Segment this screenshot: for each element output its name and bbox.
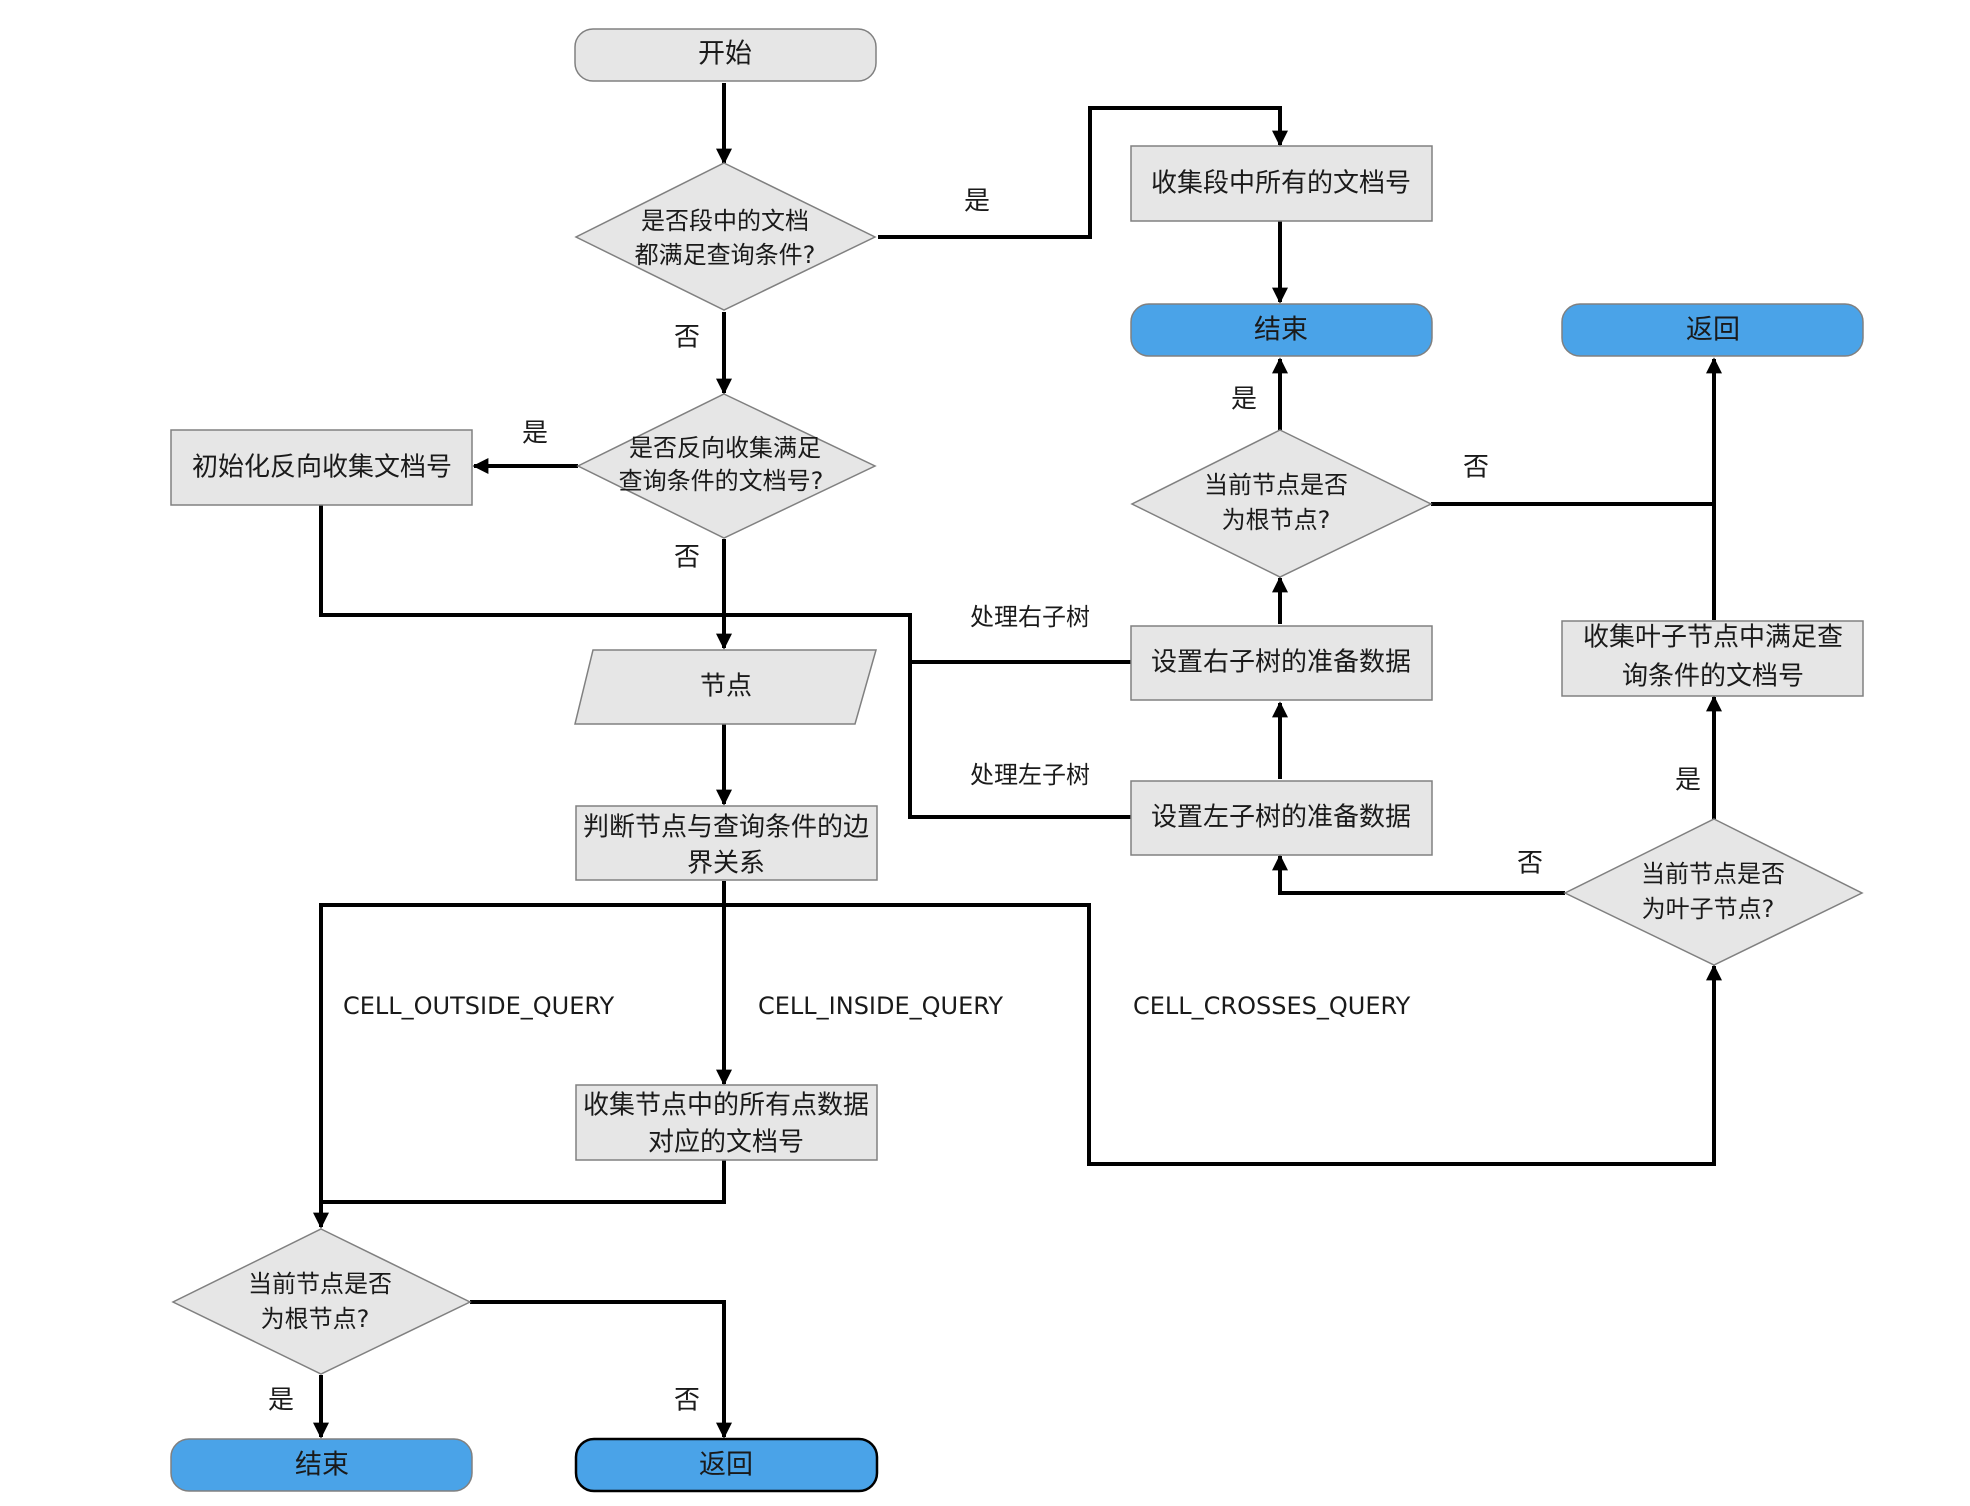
decision-leaf-line2: 为叶子节点? <box>1642 895 1775 923</box>
edges <box>313 83 1722 1439</box>
label-crosses: CELL_CROSSES_QUERY <box>1133 992 1411 1020</box>
set-left-label: 设置左子树的准备数据 <box>1151 803 1411 833</box>
decision-reverse-line1: 是否反向收集满足 <box>629 434 821 462</box>
node-input-label: 节点 <box>700 672 752 702</box>
label-no-root-top: 否 <box>1463 453 1489 483</box>
judge-line1: 判断节点与查询条件的边 <box>583 813 869 843</box>
end-top-node: 结束 <box>1130 303 1433 357</box>
end-top-label: 结束 <box>1254 315 1308 346</box>
decision-reverse: 是否反向收集满足 查询条件的文档号? <box>576 393 877 539</box>
decision-leaf-line1: 当前节点是否 <box>1641 860 1785 888</box>
label-no-leaf: 否 <box>1517 849 1543 879</box>
edge-set-right-process <box>724 613 1131 664</box>
edge-d-all-docs-yes <box>878 106 1288 239</box>
start-node: 开始 <box>574 28 877 82</box>
edge-collect-points-to-d-root <box>321 1160 726 1204</box>
label-inside: CELL_INSIDE_QUERY <box>758 992 1003 1020</box>
label-yes-leaf: 是 <box>1675 766 1701 796</box>
edge-set-left-process <box>908 662 1131 819</box>
edge-judge-crosses <box>724 903 1722 1166</box>
decision-leaf: 当前节点是否 为叶子节点? <box>1563 818 1864 966</box>
label-process-left: 处理左子树 <box>970 761 1090 789</box>
decision-reverse-line2: 查询条件的文档号? <box>619 467 824 495</box>
set-right-label: 设置右子树的准备数据 <box>1151 648 1411 678</box>
collect-all-docs-node: 收集段中所有的文档号 <box>1130 145 1433 222</box>
decision-all-docs-line1: 是否段中的文档 <box>641 207 809 235</box>
edge-d-leaf-no <box>1272 854 1565 895</box>
end-bottom-label: 结束 <box>295 1450 349 1481</box>
judge-node: 判断节点与查询条件的边 界关系 <box>575 805 878 881</box>
decision-all-docs-line2: 都满足查询条件? <box>635 241 816 269</box>
edge-init-reverse-to-node <box>319 505 724 617</box>
init-reverse-label: 初始化反向收集文档号 <box>192 453 452 483</box>
collect-all-docs-label: 收集段中所有的文档号 <box>1151 169 1411 199</box>
init-reverse-node: 初始化反向收集文档号 <box>170 429 473 506</box>
label-yes-reverse: 是 <box>522 419 548 449</box>
decision-root-top-line2: 为根节点? <box>1222 506 1331 534</box>
decision-root-top: 当前节点是否 为根节点? <box>1130 429 1433 578</box>
edge-judge-outside <box>313 903 724 1229</box>
return-bottom-node: 返回 <box>574 1437 879 1493</box>
collect-points-node: 收集节点中的所有点数据 对应的文档号 <box>575 1084 878 1161</box>
return-top-node: 返回 <box>1561 303 1864 357</box>
collect-leaf-node: 收集叶子节点中满足查 询条件的文档号 <box>1561 620 1864 697</box>
collect-leaf-line1: 收集叶子节点中满足查 <box>1583 623 1843 653</box>
start-label: 开始 <box>698 39 752 70</box>
set-right-node: 设置右子树的准备数据 <box>1130 625 1433 701</box>
edge-labels: 是 否 是 否 是 否 处理右子树 处理左子树 是 否 CELL_OUTSIDE… <box>268 187 1701 1416</box>
set-left-node: 设置左子树的准备数据 <box>1130 780 1433 856</box>
decision-root-bottom: 当前节点是否 为根节点? <box>171 1228 472 1375</box>
label-yes-root-top: 是 <box>1231 385 1257 415</box>
decision-root-bottom-line2: 为根节点? <box>261 1305 370 1333</box>
label-process-right: 处理右子树 <box>970 603 1090 631</box>
decision-all-docs: 是否段中的文档 都满足查询条件? <box>574 162 877 311</box>
return-top-label: 返回 <box>1686 315 1740 346</box>
decision-root-bottom-line1: 当前节点是否 <box>248 1270 392 1298</box>
label-outside: CELL_OUTSIDE_QUERY <box>343 992 615 1020</box>
label-yes-all-docs: 是 <box>964 187 990 217</box>
label-no-root-bottom: 否 <box>674 1386 700 1416</box>
edge-d-root-bottom-no <box>470 1300 732 1439</box>
collect-points-line2: 对应的文档号 <box>648 1128 804 1158</box>
label-no-reverse: 否 <box>674 543 700 573</box>
label-no-all-docs: 否 <box>674 323 700 353</box>
collect-leaf-line2: 询条件的文档号 <box>1622 662 1804 692</box>
decision-root-top-line1: 当前节点是否 <box>1204 471 1348 499</box>
end-bottom-node: 结束 <box>170 1438 473 1492</box>
label-yes-root-bottom: 是 <box>268 1386 294 1416</box>
judge-line2: 界关系 <box>687 849 765 879</box>
return-bottom-label: 返回 <box>699 1450 753 1481</box>
collect-points-line1: 收集节点中的所有点数据 <box>583 1091 869 1121</box>
node-input: 节点 <box>574 649 877 725</box>
